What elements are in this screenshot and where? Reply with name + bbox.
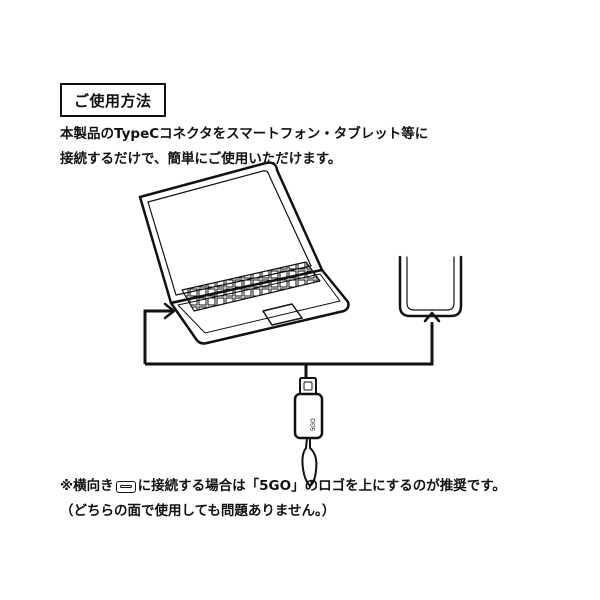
note-text-before-icon: ※横向き xyxy=(60,478,114,494)
note-text-after-icon: に接続する場合は「5GO」のロゴを上にするのが推奨です。 xyxy=(137,478,506,494)
laptop-icon xyxy=(138,161,350,345)
note-line-2: （どちらの面で使用しても問題ありません。） xyxy=(60,503,336,519)
intro-line-1: 本製品のTypeCコネクタをスマートフォン・タブレット等に xyxy=(60,126,429,142)
section-title: ご使用方法 xyxy=(60,83,166,117)
phone-icon xyxy=(398,255,463,318)
connection-arrows xyxy=(163,302,441,323)
note-line-1: ※横向き に接続する場合は「5GO」のロゴを上にするのが推奨です。 xyxy=(60,474,580,499)
adapter-logo-text: 5GO xyxy=(311,418,317,431)
connection-lines xyxy=(143,309,434,378)
section-title-text: ご使用方法 xyxy=(74,91,152,110)
usage-note: ※横向き に接続する場合は「5GO」のロゴを上にするのが推奨です。 （どちらの面… xyxy=(60,474,580,524)
adapter-icon xyxy=(293,377,324,487)
port-icon xyxy=(115,480,136,493)
